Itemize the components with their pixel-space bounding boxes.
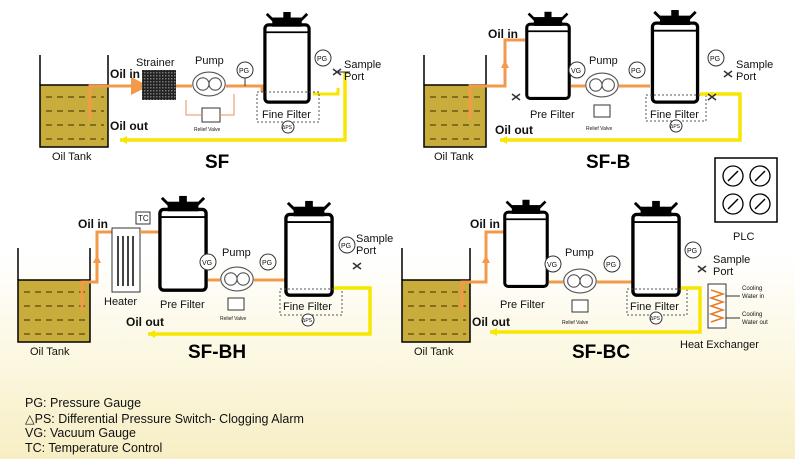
label-sample-sf: Sample	[344, 59, 381, 71]
label-sample-sf-bc: Sample	[713, 254, 750, 266]
legend-vg: VG: Vacuum Gauge	[25, 426, 136, 440]
label-strainer: Strainer	[136, 57, 175, 69]
system-sf-bh: Oil in Oil out Oil Tank Heater TC Pre Fi…	[17, 194, 393, 363]
label-oil-out-sf-bc: Oil out	[472, 315, 510, 329]
label-pump-sf-bc: Pump	[565, 247, 594, 259]
system-sf: Oil in Oil out Oil Tank Strainer Pump PG…	[39, 12, 381, 173]
label-pg-sf-bc-1: PG	[606, 262, 616, 269]
oil-in-line-sf	[88, 77, 149, 120]
label-pg-sf-bh-1: PG	[262, 260, 272, 267]
pre-filter-sf-bc	[503, 197, 549, 289]
label-port-sf-b: Port	[736, 71, 756, 83]
label-cooling-out-1: Cooling	[742, 312, 762, 318]
legend-tc: TC: Temperature Control	[25, 441, 163, 455]
label-cooling-in-1: Cooling	[742, 286, 762, 292]
label-relief-sf-bh: Relief Valve	[220, 316, 247, 322]
label-aps-sf-b: ΔPS	[670, 124, 681, 130]
label-fine-filter-sf-b: Fine Filter	[650, 109, 699, 121]
legend-pg: PG: Pressure Gauge	[25, 396, 142, 410]
label-pg-sf-1: PG	[239, 68, 249, 75]
label-aps-sf-bc: ΔPS	[650, 316, 661, 322]
legend-aps: △PS: Differential Pressure Switch- Clogg…	[25, 412, 304, 426]
label-pg-sf-b-1: PG	[631, 68, 641, 75]
label-aps-sf: ΔPS	[282, 125, 293, 131]
label-cooling-in-2: Water in	[742, 294, 764, 300]
oil-out-line-sf-bh	[148, 286, 372, 336]
label-sample-sf-bh: Sample	[356, 233, 393, 245]
system-sf-b: Oil in Oil out Oil Tank Pre Filter Pump …	[423, 10, 773, 173]
label-fine-filter-sf: Fine Filter	[262, 109, 311, 121]
label-heat-exchanger: Heat Exchanger	[680, 339, 759, 351]
label-port-sf: Port	[344, 71, 364, 83]
label-plc: PLC	[733, 231, 754, 243]
strainer	[142, 70, 176, 100]
plc-panel: PLC	[714, 157, 778, 243]
title-sf: SF	[205, 152, 229, 173]
system-sf-bc: Oil in Oil out Oil Tank Pre Filter Pump …	[401, 197, 768, 363]
oil-tank-sf-b	[423, 84, 487, 148]
label-oil-out-sf-bh: Oil out	[126, 315, 164, 329]
label-oil-out-sf-b: Oil out	[495, 123, 533, 137]
label-vg-sf-bh: VG	[202, 260, 212, 267]
label-pump-sf-bh: Pump	[222, 247, 251, 259]
label-aps-sf-bh: ΔPS	[302, 318, 313, 324]
label-pg-sf-bh-2: PG	[341, 243, 351, 250]
title-sf-bc: SF-BC	[572, 342, 630, 363]
pre-filter-sf-bh	[158, 194, 208, 292]
label-pre-filter-sf-bc: Pre Filter	[500, 299, 545, 311]
label-relief-sf: Relief Valve	[194, 127, 221, 133]
label-port-sf-bc: Port	[713, 266, 733, 278]
oil-out-line-sf-b	[500, 92, 742, 142]
oil-tank-sf-bc	[401, 279, 471, 343]
label-pg-sf-2: PG	[317, 56, 327, 63]
heater	[111, 227, 141, 293]
title-sf-bh: SF-BH	[188, 342, 246, 363]
label-port-sf-bh: Port	[356, 245, 376, 257]
fine-filter-sf-bh	[284, 200, 334, 297]
label-vg-sf-b: VG	[571, 68, 581, 75]
relief-valve-sf	[185, 94, 235, 123]
oil-tank-sf	[39, 84, 109, 148]
label-oil-in-sf: Oil in	[110, 67, 140, 81]
label-pre-filter-sf-bh: Pre Filter	[160, 299, 205, 311]
label-oil-tank-sf-bh: Oil Tank	[30, 346, 70, 358]
label-heater: Heater	[104, 296, 137, 308]
label-cooling-out-2: Water out	[742, 320, 768, 326]
fine-filter-sf	[263, 12, 311, 104]
label-sample-sf-b: Sample	[736, 59, 773, 71]
oil-out-line-sf	[120, 72, 347, 142]
label-relief-sf-bc: Relief Valve	[562, 320, 589, 326]
oil-tank-sf-bh	[17, 279, 91, 343]
label-oil-in-sf-bh: Oil in	[78, 217, 108, 231]
pressure-gauge-sf-2	[314, 49, 332, 67]
label-pump-sf-b: Pump	[589, 55, 618, 67]
label-relief-sf-b: Relief Valve	[586, 126, 613, 132]
pre-filter-sf-b	[525, 10, 571, 101]
label-pg-sf-bc-2: PG	[687, 248, 697, 255]
label-tc: TC	[138, 214, 149, 223]
label-oil-tank-sf-bc: Oil Tank	[414, 346, 454, 358]
label-oil-out-sf: Oil out	[110, 119, 148, 133]
label-fine-filter-sf-bc: Fine Filter	[630, 301, 679, 313]
oil-in-line-sf-b	[468, 38, 525, 120]
label-pg-sf-b-2: PG	[710, 56, 720, 63]
label-oil-tank-sf-b: Oil Tank	[434, 151, 474, 163]
label-oil-in-sf-bc: Oil in	[470, 217, 500, 231]
label-pre-filter-sf-b: Pre Filter	[530, 109, 575, 121]
fine-filter-sf-b	[650, 10, 700, 104]
label-fine-filter-sf-bh: Fine Filter	[283, 301, 332, 313]
oil-out-line-sf-bc	[490, 286, 702, 334]
vacuum-gauge-sf-b	[568, 61, 586, 79]
title-sf-b: SF-B	[586, 152, 630, 173]
label-oil-in-sf-b: Oil in	[488, 27, 518, 41]
fine-filter-sf-bc	[631, 200, 681, 297]
label-oil-tank-sf: Oil Tank	[52, 151, 92, 163]
label-vg-sf-bc: VG	[547, 262, 557, 269]
label-pump-sf: Pump	[195, 55, 224, 67]
